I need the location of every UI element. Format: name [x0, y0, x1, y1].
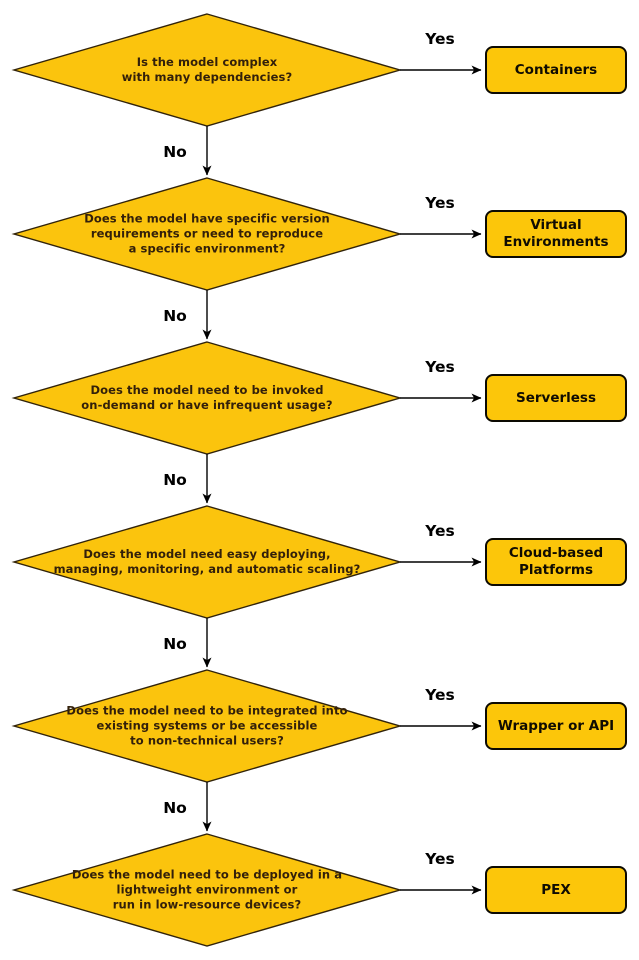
- result-box-virtual-environments: Virtual Environments: [485, 210, 627, 258]
- question-text-1: Is the model complex with many dependenc…: [121, 55, 293, 84]
- question-text-5: Does the model need to be integrated int…: [66, 703, 348, 748]
- yes-label-2: Yes: [425, 194, 455, 212]
- question-text-6: Does the model need to be deployed in a …: [71, 867, 343, 912]
- yes-label-6: Yes: [425, 850, 455, 868]
- result-box-wrapper-api: Wrapper or API: [485, 702, 627, 750]
- question-text-3: Does the model need to be invoked on-dem…: [81, 383, 333, 412]
- no-label-4: No: [163, 635, 187, 653]
- no-label-1: No: [163, 143, 187, 161]
- result-box-containers: Containers: [485, 46, 627, 94]
- yes-label-5: Yes: [425, 686, 455, 704]
- no-label-2: No: [163, 307, 187, 325]
- decision-diamond-6: [11, 833, 403, 947]
- result-box-cloud-platforms: Cloud-based Platforms: [485, 538, 627, 586]
- no-label-3: No: [163, 471, 187, 489]
- question-text-4: Does the model need easy deploying, mana…: [53, 547, 361, 576]
- question-text-2: Does the model have specific version req…: [84, 211, 330, 256]
- result-box-serverless: Serverless: [485, 374, 627, 422]
- no-label-5: No: [163, 799, 187, 817]
- yes-label-4: Yes: [425, 522, 455, 540]
- yes-label-1: Yes: [425, 30, 455, 48]
- yes-label-3: Yes: [425, 358, 455, 376]
- result-box-pex: PEX: [485, 866, 627, 914]
